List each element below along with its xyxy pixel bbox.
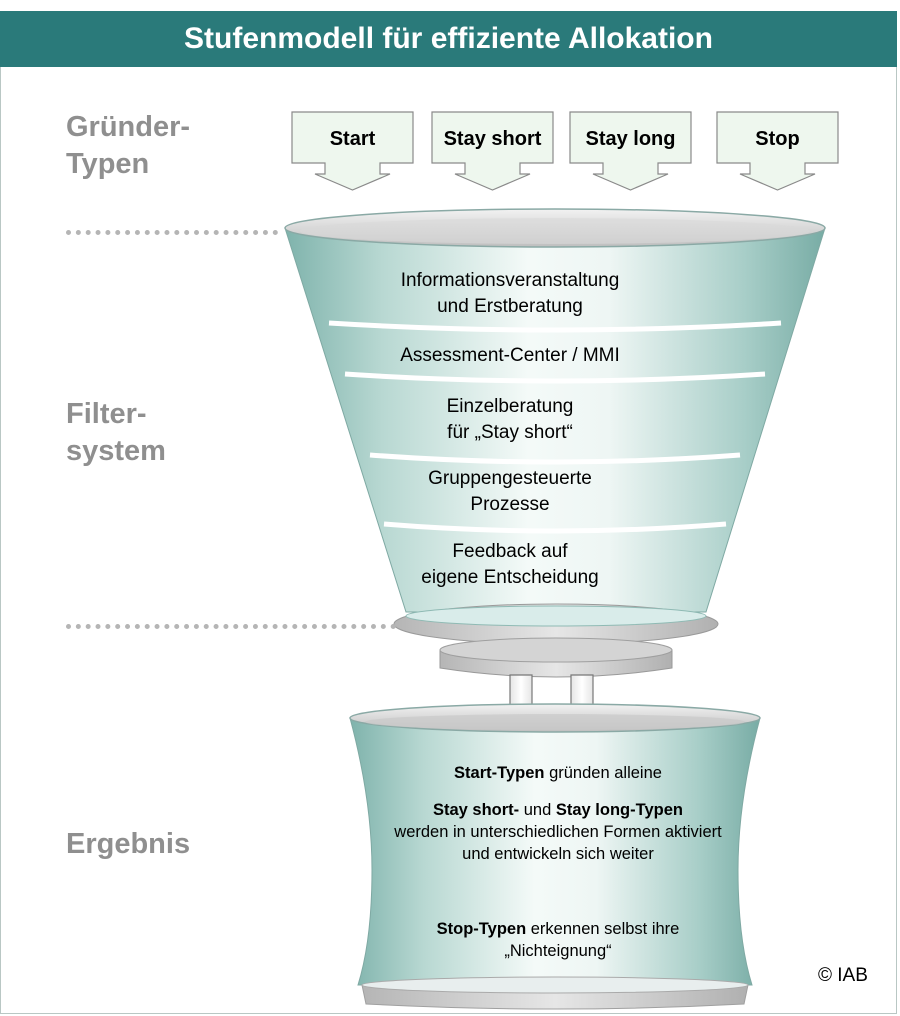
- label-ergebnis: Ergebnis: [66, 828, 191, 860]
- founder-type-label: Stay short: [443, 128, 542, 150]
- arrow-shape: [716, 111, 839, 191]
- founder-type-label: Start: [329, 128, 376, 150]
- label-gruender-typen: Gründer- Typen: [66, 111, 191, 180]
- label-filtersystem: Filter- system: [66, 398, 166, 467]
- copyright-note: © IAB: [818, 965, 868, 986]
- result-stay-types: Stay short- und Stay long-Typen werden i…: [394, 801, 722, 863]
- funnel-body: [284, 208, 826, 613]
- arrow-shape: [569, 111, 692, 191]
- filter-stage-2: Assessment-Center / MMI: [400, 345, 620, 366]
- filter-stage-5: Feedback auf eigene Entscheidung: [421, 541, 599, 588]
- filter-stage-4: Gruppengesteuerte Prozesse: [428, 468, 592, 515]
- result-stop-types: Stop-Typen erkennen selbst ihre „Nichtei…: [436, 920, 680, 960]
- founder-type-stay-short: Stay short: [430, 110, 555, 192]
- page-title: Stufenmodell für effiziente Allokation: [0, 11, 897, 67]
- filter-stage-3: Einzelberatung für „Stay short“: [446, 396, 574, 443]
- founder-type-label: Stop: [755, 128, 800, 150]
- founder-type-start: Start: [290, 110, 415, 192]
- separator-top: [66, 230, 278, 235]
- founder-type-stay-long: Stay long: [568, 110, 693, 192]
- arrow-shape: [431, 111, 554, 191]
- founder-type-stop: Stop: [715, 110, 840, 192]
- funnel-outlet: [393, 603, 719, 678]
- filter-stage-1: Informationsveranstaltung und Erstberatu…: [400, 270, 620, 317]
- result-container: [349, 703, 761, 1010]
- result-start-types: Start-Typen gründen alleine: [454, 764, 662, 782]
- separator-bottom: [66, 624, 396, 629]
- arrow-shape: [291, 111, 414, 191]
- founder-type-label: Stay long: [585, 128, 676, 150]
